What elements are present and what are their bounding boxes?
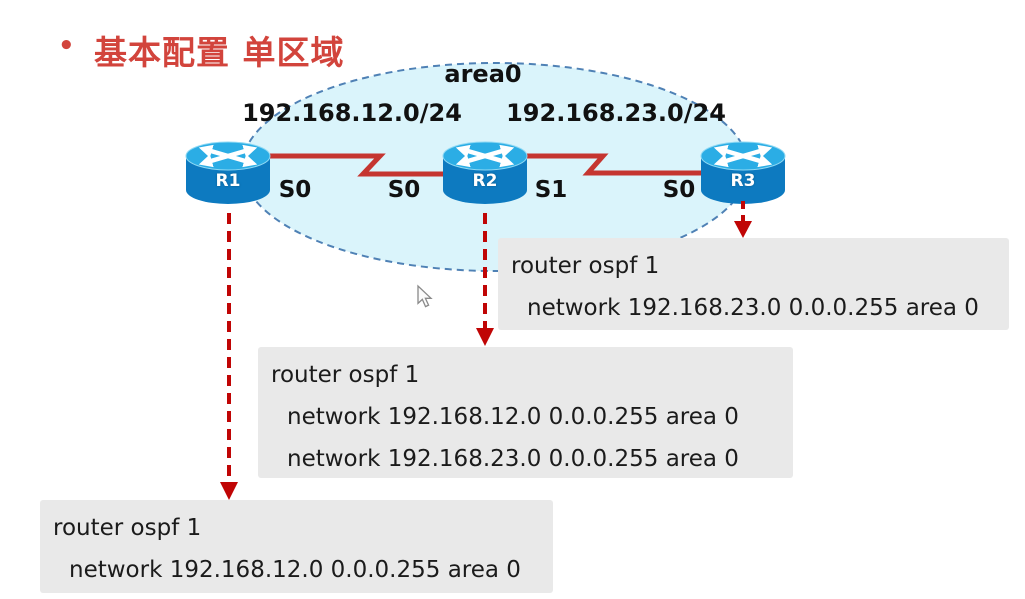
page-title: 基本配置 单区域 [94,33,345,72]
serial-link-r2-r3 [522,153,704,176]
config-line: router ospf 1 [53,515,202,541]
config-arrow-r2 [476,213,494,346]
config-box-r3: router ospf 1 network 192.168.23.0 0.0.0… [498,238,1009,330]
interface-label-r2-s0: S0 [387,177,421,203]
config-line: network 192.168.12.0 0.0.0.255 area 0 [69,557,521,583]
network-label-192-168-12: 192.168.12.0/24 [242,99,462,127]
config-line: network 192.168.12.0 0.0.0.255 area 0 [287,404,739,430]
config-arrow-r3 [734,201,752,238]
router-r1-label: R1 [215,171,241,191]
router-r3-label: R3 [730,171,756,191]
config-line: router ospf 1 [271,362,420,388]
config-line: network 192.168.23.0 0.0.0.255 area 0 [527,295,979,321]
area0-label: area0 [444,60,522,88]
router-r2-label: R2 [472,171,498,191]
mouse-cursor [417,284,433,308]
config-arrow-r1 [220,213,238,500]
config-line: network 192.168.23.0 0.0.0.255 area 0 [287,446,739,472]
config-line: router ospf 1 [511,253,660,279]
title-bullet: • [58,31,75,61]
serial-link-r1-r2 [264,153,449,177]
network-label-192-168-23: 192.168.23.0/24 [506,99,726,127]
interface-label-r1-s0: S0 [278,177,312,203]
interface-label-r2-s1: S1 [534,177,568,203]
config-box-r2: router ospf 1 network 192.168.12.0 0.0.0… [258,347,793,478]
config-box-r1: router ospf 1 network 192.168.12.0 0.0.0… [40,500,553,593]
interface-label-r3-s0: S0 [662,177,696,203]
